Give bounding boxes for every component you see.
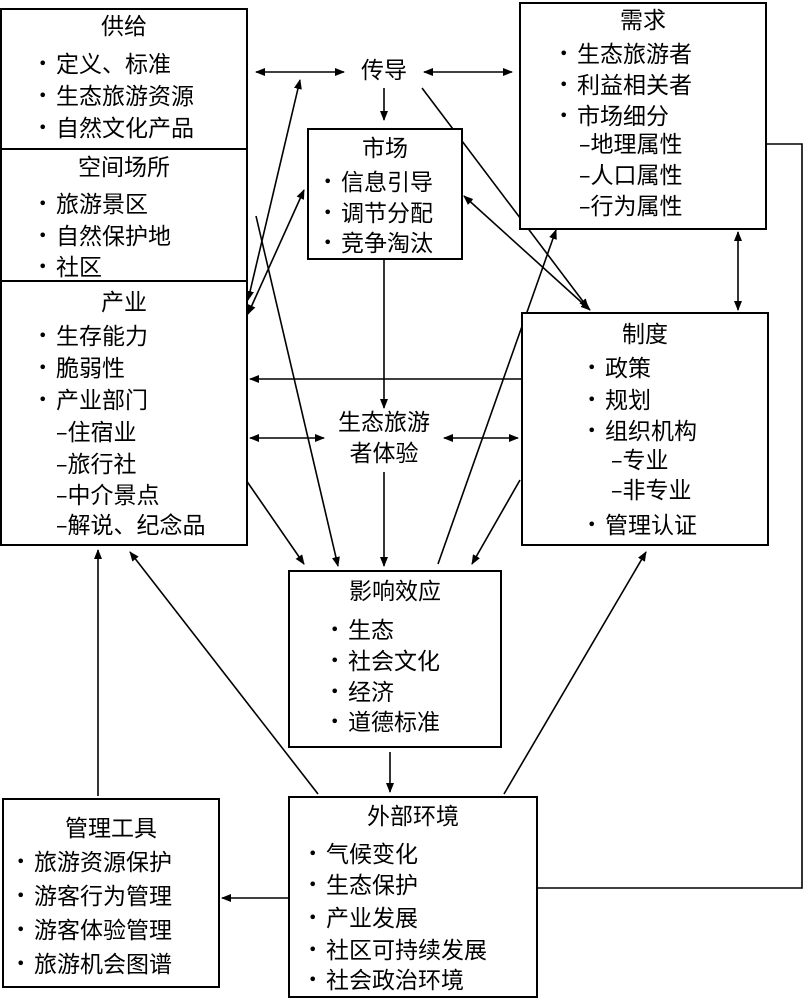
demand-title: 需求 (620, 8, 666, 34)
demand-box: 需求 生态旅游者 利益相关者 市场细分 –地理属性 –人口属性 –行为属性 (519, 2, 767, 230)
conduction-label: 传导 (361, 58, 407, 84)
experience-line: 生态旅游 (338, 410, 430, 436)
arrow-env-institution (503, 551, 647, 795)
industry-item: 生存能力 (38, 320, 148, 353)
market-box: 市场 信息引导 调节分配 竞争淘汰 (307, 128, 463, 260)
space-item: 旅游景区 (38, 188, 148, 221)
industry-box: 产业 生存能力 脆弱性 产业部门 –住宿业 –旅行社 –中介景点 –解说、纪念品 (0, 280, 248, 546)
demand-item: 生态旅游者 (559, 38, 692, 71)
arrow-industry-conduction (246, 79, 302, 301)
arrow-industry-market (247, 189, 305, 315)
industry-subitem: –住宿业 (56, 420, 137, 446)
supply-item: 生态旅游资源 (38, 80, 194, 113)
institution-title: 制度 (622, 322, 668, 348)
industry-item: 产业部门 (38, 384, 148, 417)
demand-subitem: –行为属性 (579, 194, 683, 220)
impact-item: 生态 (330, 614, 394, 647)
impact-item: 社会文化 (330, 645, 440, 678)
env-item: 社会政治环境 (308, 964, 464, 997)
tools-item: 旅游资源保护 (16, 846, 172, 879)
supply-box: 供给 定义、标准 生态旅游资源 自然文化产品 (0, 8, 248, 150)
arrow-env-industry (129, 551, 319, 795)
institution-subitem: –非专业 (611, 478, 692, 504)
experience-line: 者体验 (349, 441, 419, 467)
env-box: 外部环境 气候变化 生态保护 产业发展 社区可持续发展 社会政治环境 (288, 796, 538, 998)
arrow-impact-demand (437, 229, 557, 565)
tools-box: 管理工具 旅游资源保护 游客行为管理 游客体验管理 旅游机会图谱 (2, 798, 220, 988)
demand-subitem: –人口属性 (579, 163, 683, 189)
institution-item: 政策 (587, 352, 651, 385)
demand-item: 利益相关者 (559, 69, 692, 102)
arrow-industry-impact (245, 479, 305, 565)
tools-title: 管理工具 (65, 816, 157, 842)
arrow-space-impact (255, 215, 340, 567)
market-item: 调节分配 (323, 197, 433, 230)
env-title: 外部环境 (367, 804, 459, 830)
impact-item: 经济 (330, 676, 394, 709)
market-title: 市场 (362, 136, 408, 162)
space-box: 空间场所 旅游景区 自然保护地 社区 (0, 148, 248, 282)
supply-item: 自然文化产品 (38, 112, 194, 145)
institution-item: 组织机构 (587, 415, 697, 448)
industry-subitem: –旅行社 (56, 452, 137, 478)
institution-subitem: –专业 (611, 448, 669, 474)
industry-item: 脆弱性 (38, 352, 125, 385)
impact-box: 影响效应 生态 社会文化 经济 道德标准 (288, 570, 502, 748)
tools-item: 游客行为管理 (16, 880, 172, 913)
market-item: 信息引导 (323, 166, 433, 199)
impact-item: 道德标准 (330, 706, 440, 739)
institution-box: 制度 政策 规划 组织机构 –专业 –非专业 管理认证 (521, 312, 769, 546)
env-item: 气候变化 (308, 838, 418, 871)
arrow-institution-impact (471, 479, 521, 565)
env-item: 产业发展 (308, 902, 418, 935)
demand-subitem: –地理属性 (579, 132, 683, 158)
industry-title: 产业 (101, 290, 147, 316)
industry-subitem: –解说、纪念品 (56, 513, 206, 539)
space-item: 社区 (38, 251, 102, 284)
institution-item: 规划 (587, 384, 651, 417)
demand-item: 市场细分 (559, 100, 669, 133)
supply-item: 定义、标准 (38, 48, 171, 81)
tools-item: 游客体验管理 (16, 914, 172, 947)
space-item: 自然保护地 (38, 220, 171, 253)
supply-title: 供给 (101, 14, 147, 40)
tools-item: 旅游机会图谱 (16, 948, 172, 981)
env-item: 生态保护 (308, 869, 418, 902)
arrow-market-institution (463, 195, 591, 311)
impact-title: 影响效应 (349, 579, 441, 605)
industry-subitem: –中介景点 (56, 483, 160, 509)
space-title: 空间场所 (78, 155, 170, 181)
env-item: 社区可持续发展 (308, 934, 487, 967)
institution-item: 管理认证 (587, 509, 697, 542)
experience-label: 生态旅游 者体验 (326, 408, 442, 470)
market-item: 竞争淘汰 (323, 227, 433, 260)
